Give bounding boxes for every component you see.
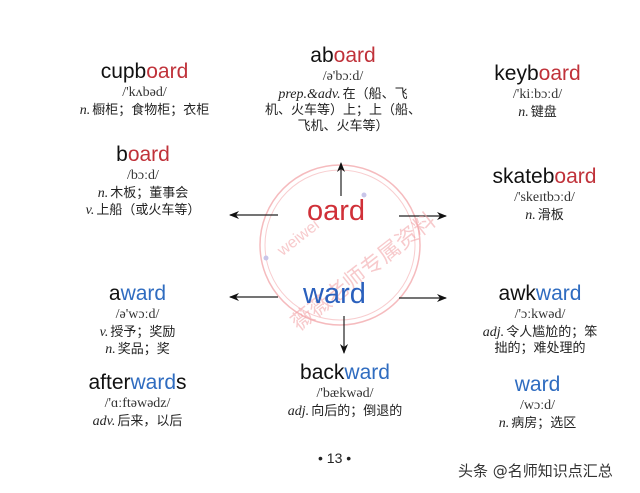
source-watermark: 头条 @名师知识点汇总 xyxy=(458,462,613,480)
entry-board: board /bɔːd/ n.木板；董事会 v.上船（或火车等） xyxy=(58,143,228,220)
word: ward xyxy=(514,373,561,396)
phonetic: /ə'wɔːd/ xyxy=(115,307,160,323)
definition: n.病房；选区 xyxy=(498,415,577,431)
definition: 机、火车等）上；上（船、 xyxy=(264,103,421,119)
entry-keyboard: keyboard /'kiːbɔːd/ n.键盘 xyxy=(455,62,620,121)
definition: n.橱柜；食物柜；衣柜 xyxy=(79,102,210,118)
definition: adv.后来，以后 xyxy=(92,413,183,429)
word: board xyxy=(116,143,170,166)
entry-ward: ward /wɔːd/ n.病房；选区 xyxy=(460,373,615,432)
word: backward xyxy=(300,361,390,384)
word: award xyxy=(108,282,167,305)
phonetic: /'ɑːftəwədz/ xyxy=(104,396,171,412)
entry-skateboard: skateboard /'skeɪtbɔːd/ n.滑板 xyxy=(462,165,627,224)
phonetic: /ə'bɔːd/ xyxy=(322,69,364,85)
phonetic: /'kiːbɔːd/ xyxy=(512,87,563,103)
entry-backward: backward /'bækwəd/ adj.向后的；倒退的 xyxy=(255,361,435,420)
word: keyboard xyxy=(494,62,581,85)
root-ward: ward xyxy=(303,278,366,310)
definition: adj.向后的；倒退的 xyxy=(287,403,403,419)
definition: prep.&adv.在（船、飞 xyxy=(278,86,408,102)
page-number: • 13 • xyxy=(318,450,352,466)
entry-awkward: awkward /'ɔːkwəd/ adj.令人尴尬的；笨 拙的；难处理的 xyxy=(455,282,625,357)
phonetic: /wɔːd/ xyxy=(520,398,555,414)
definition: n.木板；董事会 xyxy=(97,185,189,201)
phonetic: /bɔːd/ xyxy=(127,168,159,184)
word: afterwards xyxy=(88,371,187,394)
definition: adj.令人尴尬的；笨 xyxy=(482,324,598,340)
word: aboard xyxy=(310,44,376,67)
definition: n.键盘 xyxy=(518,104,557,120)
definition: 拙的；难处理的 xyxy=(494,341,586,357)
definition: v.上船（或火车等） xyxy=(85,203,201,219)
entry-aboard: aboard /ə'bɔːd/ prep.&adv.在（船、飞 机、火车等）上；… xyxy=(248,44,438,136)
phonetic: /'skeɪtbɔːd/ xyxy=(514,190,575,206)
word: cupboard xyxy=(100,60,189,83)
phonetic: /'bækwəd/ xyxy=(316,386,374,402)
definition: v.授予；奖励 xyxy=(99,324,176,340)
entry-cupboard: cupboard /'kʌbəd/ n.橱柜；食物柜；衣柜 xyxy=(52,60,237,119)
definition: n.奖品；奖 xyxy=(105,342,170,358)
word: awkward xyxy=(498,282,582,305)
entry-award: award /ə'wɔːd/ v.授予；奖励 n.奖品；奖 xyxy=(55,282,220,359)
entry-afterwards: afterwards /'ɑːftəwədz/ adv.后来，以后 xyxy=(55,371,220,430)
phonetic: /'kʌbəd/ xyxy=(122,85,167,101)
word: skateboard xyxy=(492,165,597,188)
phonetic: /'ɔːkwəd/ xyxy=(514,307,566,323)
definition: n.滑板 xyxy=(525,207,564,223)
definition: 飞机、火车等） xyxy=(297,119,389,135)
root-oard: oard xyxy=(307,195,366,227)
